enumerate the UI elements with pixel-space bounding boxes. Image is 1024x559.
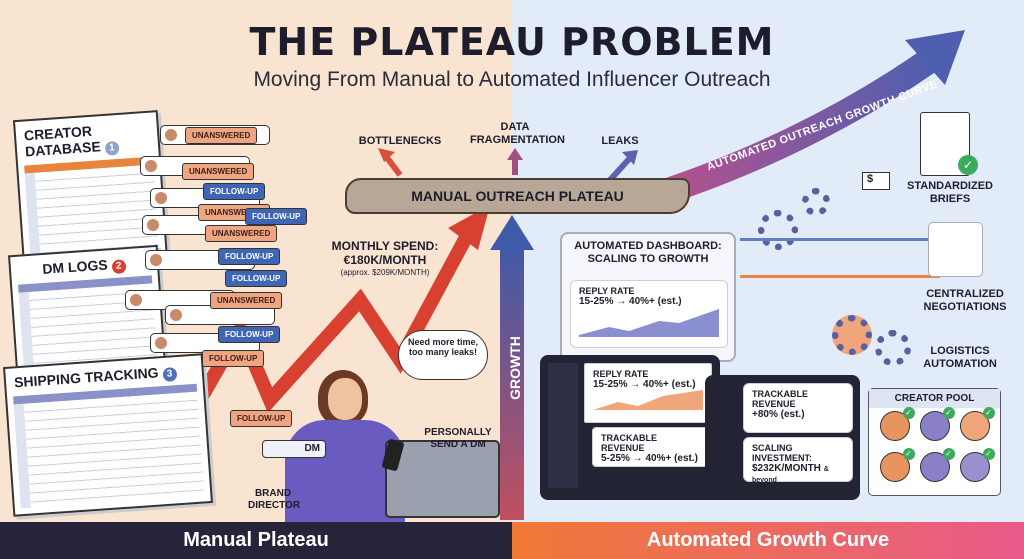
feature-logistics-automation: LOGISTICS AUTOMATION: [923, 345, 997, 370]
sheet-badge: 3: [162, 367, 178, 383]
issue-data-fragmentation: DATA FRAGMENTATION: [470, 121, 565, 146]
creator-avatar[interactable]: [959, 448, 995, 482]
status-tag: UNANSWERED: [210, 292, 283, 309]
monitor-screen: TRACKABLE REVENUE+80% (est.) SCALING INV…: [705, 375, 860, 500]
growth-axis-arrow: [500, 245, 524, 520]
status-tag: UNANSWERED: [182, 163, 255, 180]
growth-axis-label: GROWTH: [507, 336, 523, 400]
sheet-title: SHIPPING TRACKING: [13, 364, 159, 391]
plateau-rock: MANUAL OUTREACH PLATEAU: [345, 178, 690, 214]
status-tag: FOLLOW-UP: [218, 248, 281, 265]
feature-centralized-negotiations: CENTRALIZED NEGOTIATIONS: [923, 288, 1007, 313]
negotiation-chat-icon: [928, 222, 983, 277]
dm-bubble: DM: [262, 440, 326, 458]
sheet-title: CREATOR DATABASE: [23, 122, 102, 160]
creator-pool-title: CREATOR POOL: [869, 389, 1000, 408]
creator-avatar[interactable]: [919, 407, 955, 441]
footer-manual-plateau: Manual Plateau: [0, 522, 512, 559]
sheet-title: DM LOGS: [41, 256, 109, 277]
creator-avatar[interactable]: [879, 407, 915, 441]
monthly-spend: MONTHLY SPEND:€180K/MONTH(approx. $209K/…: [331, 239, 439, 277]
thought-bubble: Need more time, too many leaks!: [398, 330, 488, 380]
status-tag: UNANSWERED: [205, 225, 278, 242]
status-tag: FOLLOW-UP: [203, 183, 266, 200]
page-subtitle: Moving From Manual to Automated Influenc…: [253, 68, 771, 91]
sheet-badge: 1: [104, 140, 120, 156]
gear-icon: [875, 330, 911, 366]
creator-avatar[interactable]: [959, 407, 995, 441]
gear-icon: [758, 210, 798, 250]
sheet-badge: 2: [111, 259, 127, 275]
payment-icon: $: [862, 172, 890, 190]
laptop-sidebar: [548, 363, 578, 488]
status-tag: FOLLOW-UP: [225, 270, 288, 287]
automated-dashboard-panel: AUTOMATED DASHBOARD: SCALING TO GROWTH R…: [560, 232, 736, 362]
gear-icon: [802, 188, 830, 216]
creator-avatar[interactable]: [919, 448, 955, 482]
monitor-investment-card: SCALING INVESTMENT:$232K/MONTH & beyond: [743, 437, 853, 484]
dashboard-title: AUTOMATED DASHBOARD: SCALING TO GROWTH: [574, 240, 722, 265]
status-tag: FOLLOW-UP: [230, 410, 293, 427]
monitor-revenue-card: TRACKABLE REVENUE+80% (est.): [743, 383, 853, 433]
status-tag: FOLLOW-UP: [245, 208, 308, 225]
personally-send-dm-label: PERSONALLY SEND A DM: [424, 427, 492, 450]
issue-leaks: LEAKS: [601, 135, 639, 147]
creator-pool-panel: CREATOR POOL: [868, 388, 1001, 496]
brand-director-label: BRAND DIRECTOR: [248, 488, 301, 511]
chat-bubble: [165, 305, 275, 325]
creator-gear-icon: [832, 315, 872, 355]
page-title: THE PLATEAU PROBLEM: [249, 20, 775, 64]
laptop-illustration: [385, 440, 500, 518]
issue-bottlenecks: BOTTLENECKS: [358, 135, 442, 147]
reply-rate-chart: [579, 309, 719, 337]
growth-curve-arrowhead: [905, 30, 965, 85]
status-tag: UNANSWERED: [185, 127, 258, 144]
woman-face: [328, 378, 362, 420]
footer-automated-growth: Automated Growth Curve: [512, 522, 1024, 559]
feature-standardized-briefs: STANDARDIZED BRIEFS: [907, 180, 993, 205]
workflow-lines: [740, 238, 940, 278]
creator-avatar[interactable]: [879, 448, 915, 482]
status-tag: FOLLOW-UP: [202, 350, 265, 367]
check-icon: ✓: [958, 155, 978, 175]
status-tag: FOLLOW-UP: [218, 326, 281, 343]
laptop-reply-chart: [593, 390, 703, 410]
